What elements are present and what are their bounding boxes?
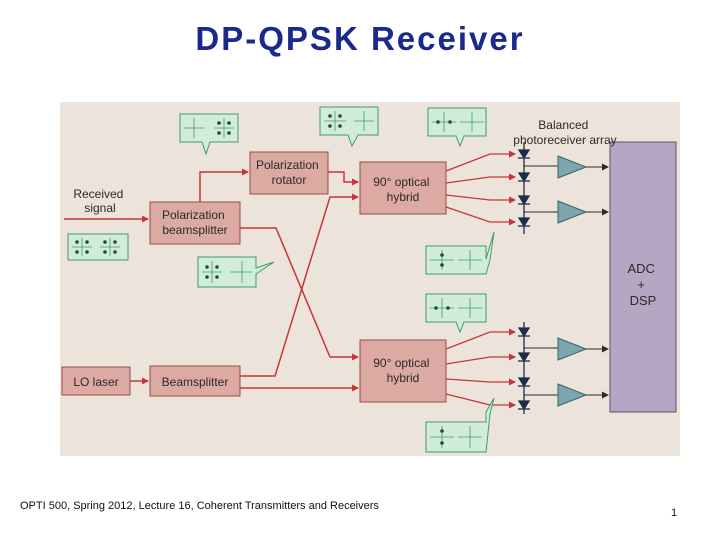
optical-hybrid-top-block: 90° optical hybrid — [359, 161, 447, 215]
page-number: 1 — [671, 507, 678, 519]
svg-text:Beamsplitter: Beamsplitter — [162, 375, 229, 389]
constellation-after-rotator-icon — [319, 106, 379, 148]
hybrid-bottom-outputs — [445, 328, 516, 409]
polarization-rotator-block: Polarization rotator — [249, 151, 329, 195]
svg-text:ADC + DSP: ADC + DSP — [627, 261, 658, 308]
constellation-received-icon — [67, 233, 129, 261]
constellation-output-3-icon — [425, 293, 487, 334]
svg-text:90° optical hybrid: 90° optical hybrid — [373, 175, 433, 204]
constellation-after-pbs-bottom-icon — [197, 256, 275, 288]
photoreceiver-array-label: Balanced photoreceiver array — [513, 118, 616, 147]
footer-text: OPTI 500, Spring 2012, Lecture 16, Coher… — [20, 500, 379, 512]
constellation-after-pbs-top-icon — [179, 113, 239, 156]
svg-text:LO laser: LO laser — [73, 375, 118, 389]
photodiode-array — [517, 142, 531, 414]
constellation-output-1-icon — [427, 107, 487, 148]
svg-text:Polarization beamsplitte: Polarization beamsplitter — [162, 208, 228, 237]
tia-amplifiers — [524, 155, 609, 407]
signal-routing — [199, 168, 359, 392]
beamsplitter-block: Beamsplitter — [149, 365, 241, 397]
polarization-beamsplitter-block: Polarization beamsplitter — [149, 201, 241, 245]
receiver-diagram: Received signal LO laser Polarization be… — [60, 102, 680, 456]
slide-title: DP-QPSK Receiver — [195, 20, 525, 57]
constellation-output-4-icon — [425, 397, 495, 453]
svg-text:90° optical hybrid: 90° optical hybrid — [373, 356, 433, 385]
constellation-output-2-icon — [425, 231, 495, 275]
svg-text:Polarization rotator: Polarization rotator — [256, 158, 322, 187]
adc-dsp-block: ADC + DSP — [609, 141, 677, 413]
received-signal-label: Received signal — [73, 187, 126, 215]
hybrid-top-outputs — [445, 150, 516, 226]
lo-laser-block: LO laser — [61, 366, 131, 396]
optical-hybrid-bottom-block: 90° optical hybrid — [359, 339, 447, 403]
